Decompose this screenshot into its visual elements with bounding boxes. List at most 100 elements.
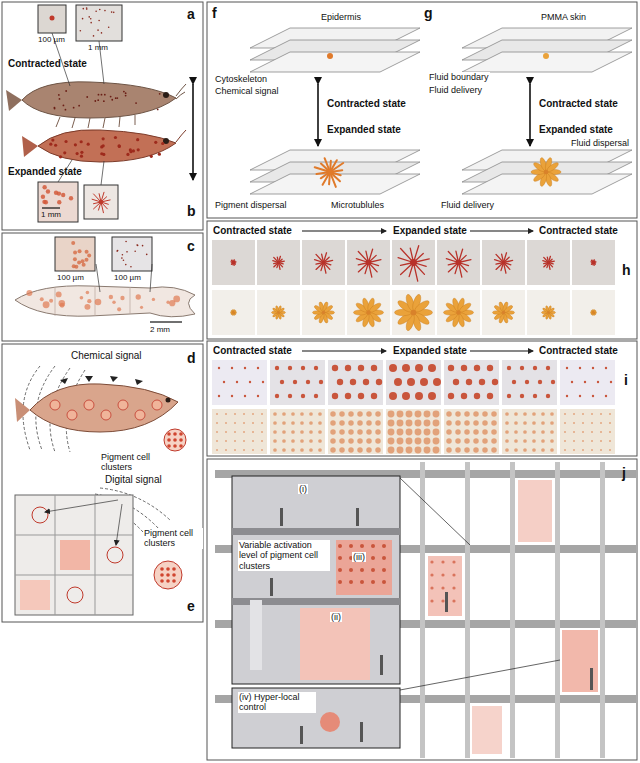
generated-art (282, 430, 286, 434)
generated-art (541, 430, 545, 434)
generated-art (473, 447, 478, 452)
generated-art (142, 245, 144, 247)
generated-art (382, 544, 386, 548)
generated-art (397, 447, 404, 454)
generated-art (428, 364, 436, 372)
generated-art (261, 422, 263, 424)
generated-art (389, 392, 397, 400)
generated-art (464, 438, 469, 443)
generated-art (441, 599, 444, 602)
generated-art (244, 395, 246, 397)
generated-art (102, 153, 105, 156)
generated-art (67, 410, 77, 420)
state-arrow (529, 84, 531, 146)
generated-art (473, 411, 478, 416)
generated-art (527, 240, 570, 285)
generated-art (430, 586, 433, 589)
generated-art (233, 310, 236, 313)
panel-letter: j (622, 465, 626, 481)
generated-art (507, 394, 511, 398)
generated-art (437, 240, 480, 285)
generated-art (231, 367, 233, 369)
generated-art (51, 138, 54, 141)
panel-borders (2, 344, 203, 622)
generated-art (584, 381, 586, 383)
generated-art (90, 18, 92, 20)
generated-art (49, 143, 52, 146)
generated-art (300, 430, 304, 434)
generated-art (371, 365, 377, 371)
generated-art (455, 420, 460, 425)
generated-art (366, 447, 371, 452)
generated-art (505, 430, 509, 434)
generated-art (366, 310, 371, 315)
generated-art (543, 53, 549, 59)
building-elevation (300, 726, 303, 744)
generated-art (73, 251, 77, 255)
generated-art (357, 438, 362, 443)
tissue-outline (55, 237, 95, 271)
generated-art (452, 599, 455, 602)
generated-art (330, 438, 335, 443)
generated-art (514, 439, 518, 443)
tissue-outline (96, 264, 100, 292)
generated-art (77, 261, 81, 265)
annotation: Cytoskeleton (214, 74, 268, 84)
generated-art (547, 261, 550, 264)
generated-art (44, 200, 48, 204)
micrograph-inset (76, 5, 122, 41)
generated-art (538, 380, 542, 384)
generated-art (573, 431, 575, 433)
generated-art (523, 430, 527, 434)
generated-art (291, 448, 295, 452)
generated-art (252, 440, 254, 442)
generated-art (243, 422, 245, 424)
generated-art (301, 366, 305, 370)
generated-art (444, 360, 499, 405)
generated-art (376, 379, 382, 385)
generated-art (135, 102, 137, 104)
generated-art (573, 440, 575, 442)
generated-art (97, 99, 99, 101)
micrograph-inset (50, 16, 55, 21)
generated-art (560, 360, 615, 405)
generated-art (375, 411, 380, 416)
generated-art (280, 380, 284, 384)
tissue-outline (15, 237, 195, 322)
callout-number: (ii) (330, 612, 342, 622)
generated-art (216, 431, 218, 433)
panel-letter: d (187, 350, 196, 366)
generated-art (406, 438, 413, 445)
building-elevation (400, 660, 560, 690)
generated-art (86, 7, 88, 9)
annotation: Fluid dispersal (570, 138, 630, 148)
generated-art (444, 409, 499, 454)
shrimp-contracted (176, 84, 186, 99)
generated-art (71, 241, 75, 245)
generated-art (430, 560, 433, 563)
generated-art (231, 395, 233, 397)
state-label: Expanded state (538, 124, 614, 136)
generated-art (551, 380, 555, 384)
generated-art (136, 138, 139, 141)
generated-art (125, 92, 127, 94)
generated-art (212, 240, 255, 285)
generated-art (455, 429, 460, 434)
shrimp-signal (166, 398, 171, 403)
generated-art (160, 579, 164, 583)
building-facade (60, 540, 90, 570)
generated-art (85, 250, 89, 254)
generated-art (371, 544, 375, 548)
shrimp-signal (15, 376, 186, 451)
building-elevation (400, 478, 470, 545)
generated-art (69, 196, 73, 200)
generated-art (110, 96, 112, 98)
building-elevation (465, 462, 470, 758)
generated-art (446, 447, 451, 452)
generated-art (26, 7, 615, 602)
generated-art (275, 394, 279, 398)
pmma-layers (462, 52, 632, 72)
generated-art (330, 420, 335, 425)
generated-art (46, 189, 50, 193)
generated-art (388, 411, 395, 418)
